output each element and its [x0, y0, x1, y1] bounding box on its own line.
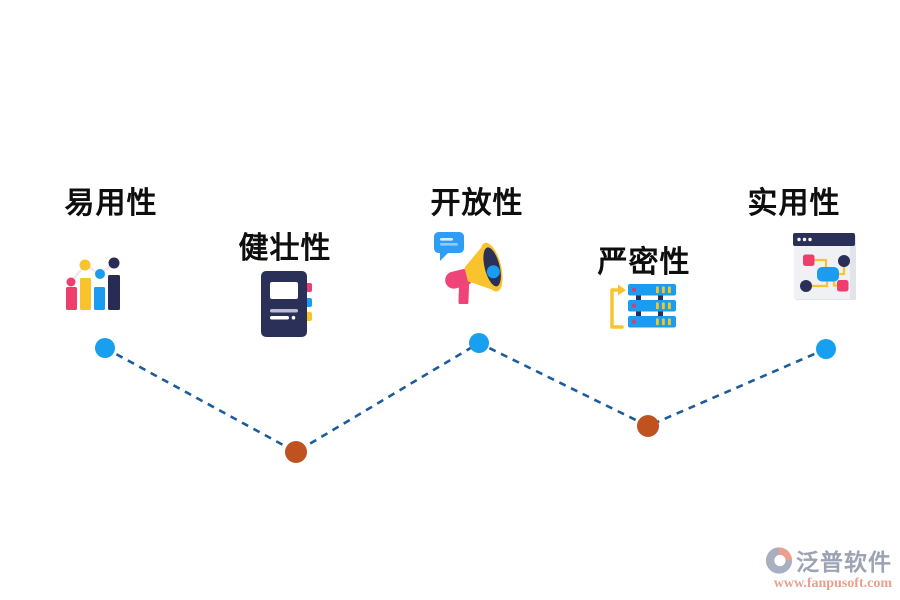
feature-label-1: 易用性: [64, 187, 158, 220]
brand-watermark: 泛普软件 www.fanpusoft.com: [762, 543, 892, 592]
feature-label-2: 健壮性: [238, 232, 332, 265]
node-dot-1: [95, 338, 115, 358]
feature-label-4: 严密性: [597, 246, 691, 279]
brand-logo-icon: [764, 545, 794, 576]
node-dot-5: [816, 339, 836, 359]
server-stack-icon: [606, 282, 678, 332]
node-dot-2: [285, 441, 307, 463]
node-dot-3: [469, 333, 489, 353]
feature-label-5: 实用性: [747, 187, 841, 220]
notebook-icon: [261, 270, 313, 338]
megaphone-icon: [434, 232, 512, 307]
dashed-zigzag-line: [104, 341, 827, 454]
node-dot-4: [637, 415, 659, 437]
brand-name: 泛普软件: [796, 549, 892, 575]
bar-chart-icon: [61, 253, 137, 313]
brand-url: www.fanpusoft.com: [773, 576, 892, 591]
browser-flowchart-icon: [793, 233, 857, 301]
feature-label-3: 开放性: [430, 187, 524, 220]
